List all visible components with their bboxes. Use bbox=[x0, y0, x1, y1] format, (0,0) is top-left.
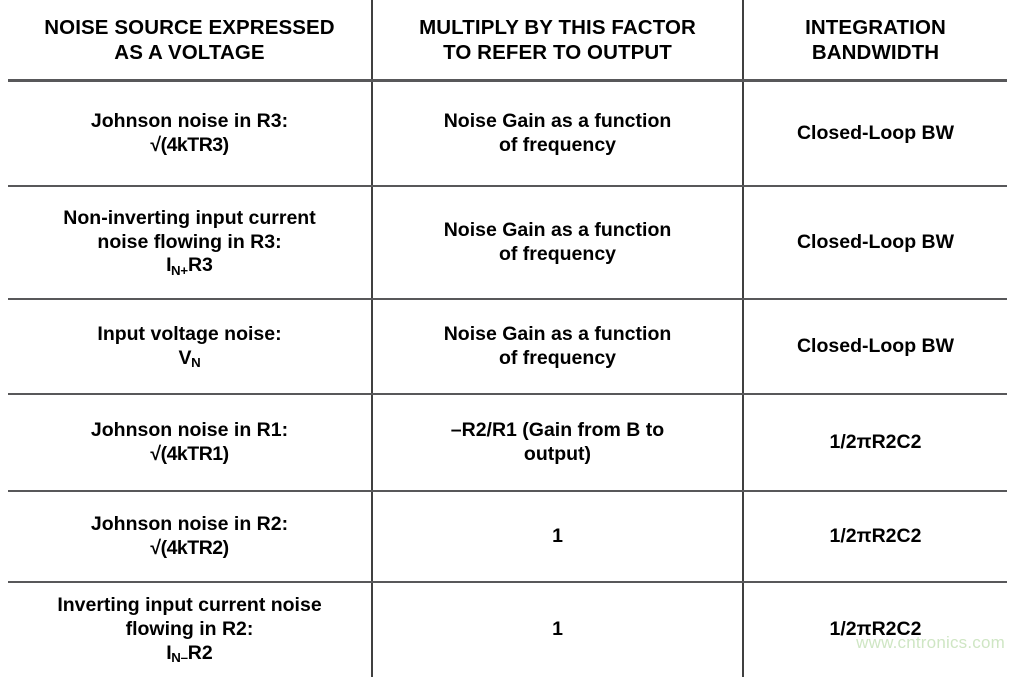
noise-source-formula-subscript: N– bbox=[171, 650, 188, 665]
noise-source-description-line2: flowing in R2: bbox=[18, 618, 361, 642]
table-row: Johnson noise in R2: √(4kTR2) 1 1/2πR2C2 bbox=[8, 491, 1007, 582]
cell-integration-bandwidth: Closed-Loop BW bbox=[743, 299, 1007, 394]
multiply-factor-line1: Noise Gain as a function bbox=[383, 219, 732, 243]
noise-source-description-line2: noise flowing in R3: bbox=[18, 231, 361, 255]
cell-noise-source: Johnson noise in R3: √(4kTR3) bbox=[8, 81, 372, 187]
noise-source-formula-suffix: R2 bbox=[188, 642, 213, 664]
noise-source-description: Johnson noise in R1: bbox=[18, 419, 361, 443]
cell-multiply-factor: –R2/R1 (Gain from B to output) bbox=[372, 394, 743, 491]
column-header-noise-source-line2: AS A VOLTAGE bbox=[18, 40, 361, 65]
noise-source-formula-subscript: N bbox=[191, 355, 200, 370]
integration-bandwidth-value: Closed-Loop BW bbox=[754, 335, 997, 359]
noise-source-description: Input voltage noise: bbox=[18, 323, 361, 347]
noise-source-formula-main: V bbox=[179, 347, 192, 369]
multiply-factor-line1: –R2/R1 (Gain from B to bbox=[383, 419, 732, 443]
noise-source-formula: √(4kTR1) bbox=[18, 443, 361, 467]
integration-bandwidth-value: 1/2πR2C2 bbox=[754, 525, 997, 549]
noise-source-formula: √(4kTR2) bbox=[18, 537, 361, 561]
cell-noise-source: Input voltage noise: VN bbox=[8, 299, 372, 394]
column-header-multiply-factor-line1: MULTIPLY BY THIS FACTOR bbox=[383, 15, 732, 40]
noise-contributions-table-container: NOISE SOURCE EXPRESSED AS A VOLTAGE MULT… bbox=[8, 0, 1007, 659]
cell-multiply-factor: Noise Gain as a function of frequency bbox=[372, 299, 743, 394]
column-header-integration-bandwidth: INTEGRATION BANDWIDTH bbox=[743, 0, 1007, 81]
table-row: Input voltage noise: VN Noise Gain as a … bbox=[8, 299, 1007, 394]
table-row: Johnson noise in R1: √(4kTR1) –R2/R1 (Ga… bbox=[8, 394, 1007, 491]
column-header-integration-bandwidth-line2: BANDWIDTH bbox=[754, 40, 997, 65]
header-row: NOISE SOURCE EXPRESSED AS A VOLTAGE MULT… bbox=[8, 0, 1007, 81]
multiply-factor-line1: 1 bbox=[383, 618, 732, 642]
multiply-factor-line2: of frequency bbox=[383, 134, 732, 158]
noise-source-formula: IN–R2 bbox=[18, 642, 361, 666]
cell-multiply-factor: 1 bbox=[372, 582, 743, 677]
noise-contributions-table: NOISE SOURCE EXPRESSED AS A VOLTAGE MULT… bbox=[8, 0, 1007, 677]
noise-source-description: Inverting input current noise bbox=[18, 594, 361, 618]
cell-noise-source: Non-inverting input current noise flowin… bbox=[8, 186, 372, 299]
table-row: Inverting input current noise flowing in… bbox=[8, 582, 1007, 677]
cell-integration-bandwidth: Closed-Loop BW bbox=[743, 81, 1007, 187]
column-header-integration-bandwidth-line1: INTEGRATION bbox=[754, 15, 997, 40]
noise-source-formula: √(4kTR3) bbox=[18, 134, 361, 158]
table-row: Non-inverting input current noise flowin… bbox=[8, 186, 1007, 299]
noise-source-formula: VN bbox=[18, 347, 361, 371]
multiply-factor-line1: 1 bbox=[383, 525, 732, 549]
integration-bandwidth-value: 1/2πR2C2 bbox=[754, 431, 997, 455]
multiply-factor-line2: of frequency bbox=[383, 243, 732, 267]
noise-source-formula-main: √(4kTR1) bbox=[150, 443, 228, 465]
column-header-multiply-factor: MULTIPLY BY THIS FACTOR TO REFER TO OUTP… bbox=[372, 0, 743, 81]
cell-integration-bandwidth: 1/2πR2C2 bbox=[743, 491, 1007, 582]
cell-noise-source: Johnson noise in R2: √(4kTR2) bbox=[8, 491, 372, 582]
integration-bandwidth-value: Closed-Loop BW bbox=[754, 231, 997, 255]
integration-bandwidth-value: Closed-Loop BW bbox=[754, 122, 997, 146]
column-header-multiply-factor-line2: TO REFER TO OUTPUT bbox=[383, 40, 732, 65]
multiply-factor-line1: Noise Gain as a function bbox=[383, 323, 732, 347]
noise-source-formula-subscript: N+ bbox=[171, 263, 188, 278]
column-header-noise-source-line1: NOISE SOURCE EXPRESSED bbox=[18, 15, 361, 40]
cell-integration-bandwidth: Closed-Loop BW bbox=[743, 186, 1007, 299]
multiply-factor-line1: Noise Gain as a function bbox=[383, 110, 732, 134]
cell-integration-bandwidth: 1/2πR2C2 bbox=[743, 582, 1007, 677]
cell-multiply-factor: 1 bbox=[372, 491, 743, 582]
noise-source-description: Non-inverting input current bbox=[18, 207, 361, 231]
column-header-noise-source: NOISE SOURCE EXPRESSED AS A VOLTAGE bbox=[8, 0, 372, 81]
site-watermark: www.cntronics.com bbox=[856, 633, 1005, 653]
multiply-factor-line2: output) bbox=[383, 443, 732, 467]
noise-source-formula-suffix: R3 bbox=[188, 254, 213, 276]
cell-multiply-factor: Noise Gain as a function of frequency bbox=[372, 186, 743, 299]
cell-multiply-factor: Noise Gain as a function of frequency bbox=[372, 81, 743, 187]
noise-source-formula-main: √(4kTR2) bbox=[150, 537, 228, 559]
noise-source-formula: IN+R3 bbox=[18, 254, 361, 278]
noise-source-description: Johnson noise in R3: bbox=[18, 110, 361, 134]
cell-noise-source: Johnson noise in R1: √(4kTR1) bbox=[8, 394, 372, 491]
table-row: Johnson noise in R3: √(4kTR3) Noise Gain… bbox=[8, 81, 1007, 187]
cell-noise-source: Inverting input current noise flowing in… bbox=[8, 582, 372, 677]
table-header: NOISE SOURCE EXPRESSED AS A VOLTAGE MULT… bbox=[8, 0, 1007, 81]
cell-integration-bandwidth: 1/2πR2C2 bbox=[743, 394, 1007, 491]
table-body: Johnson noise in R3: √(4kTR3) Noise Gain… bbox=[8, 81, 1007, 677]
noise-source-description: Johnson noise in R2: bbox=[18, 513, 361, 537]
multiply-factor-line2: of frequency bbox=[383, 347, 732, 371]
noise-source-formula-main: √(4kTR3) bbox=[150, 134, 228, 156]
